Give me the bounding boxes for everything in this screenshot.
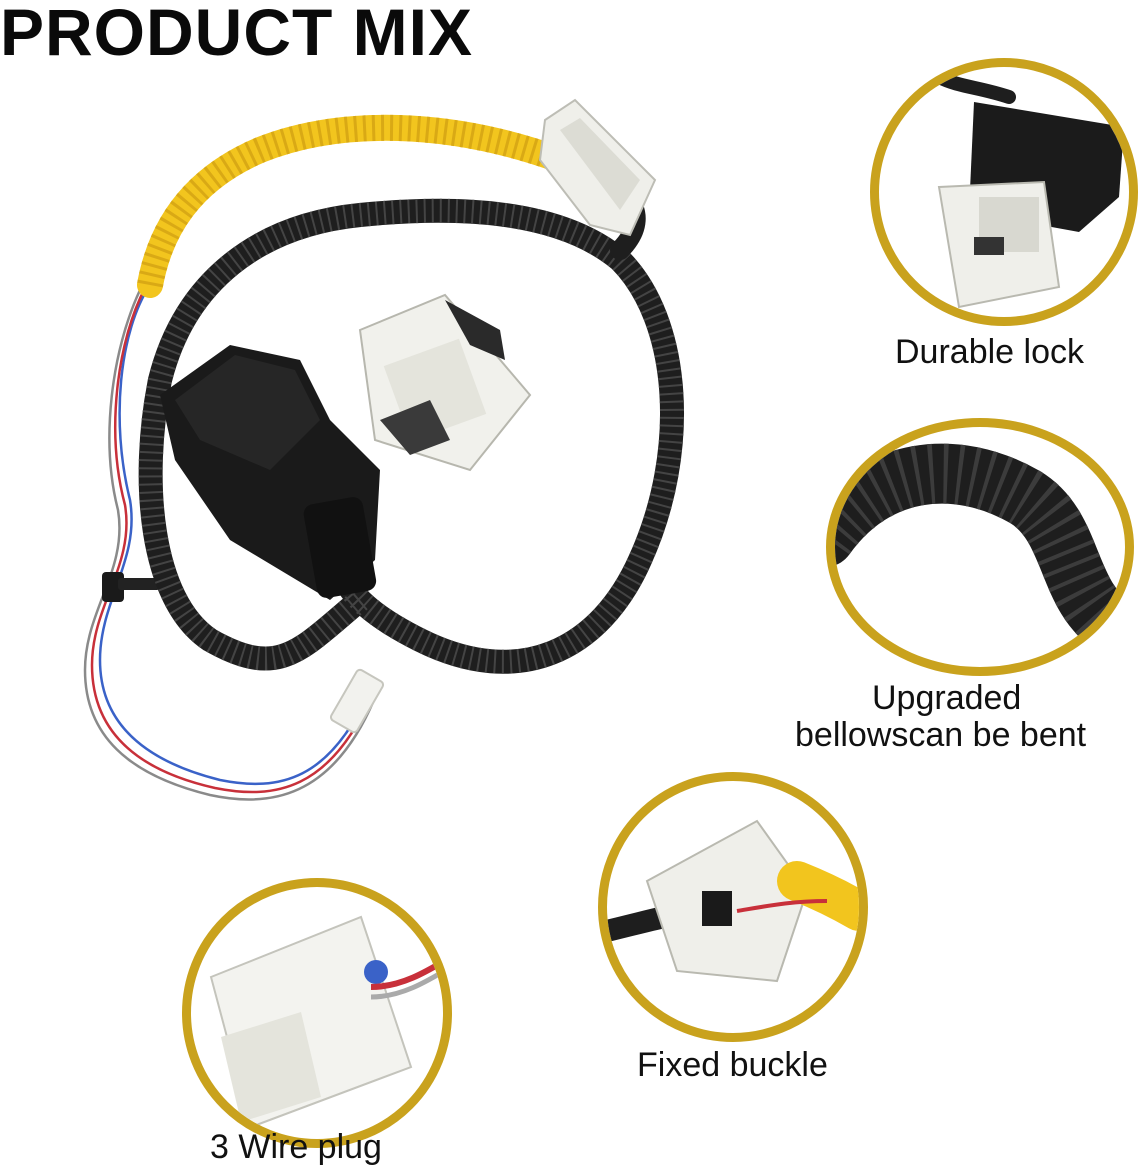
lock-closeup-icon <box>932 70 1124 309</box>
bellows-bubble <box>826 418 1134 676</box>
fixed-buckle-caption: Fixed buckle <box>637 1046 828 1084</box>
bellows-closeup-icon <box>835 443 1125 657</box>
bellows-caption-line1: Upgraded <box>872 679 1022 717</box>
buckle-closeup-icon <box>607 819 859 983</box>
wire-plug-bubble <box>182 878 452 1148</box>
page-title: PRODUCT MIX <box>0 0 473 69</box>
plug-closeup-icon <box>209 915 443 1129</box>
bellows-caption-line2: bellowscan be bent <box>795 716 1087 754</box>
wire-plug-caption: 3 Wire plug <box>210 1128 382 1166</box>
durable-lock-caption: Durable lock <box>895 333 1084 371</box>
durable-lock-bubble <box>870 58 1138 326</box>
fixed-buckle-bubble <box>598 772 868 1042</box>
